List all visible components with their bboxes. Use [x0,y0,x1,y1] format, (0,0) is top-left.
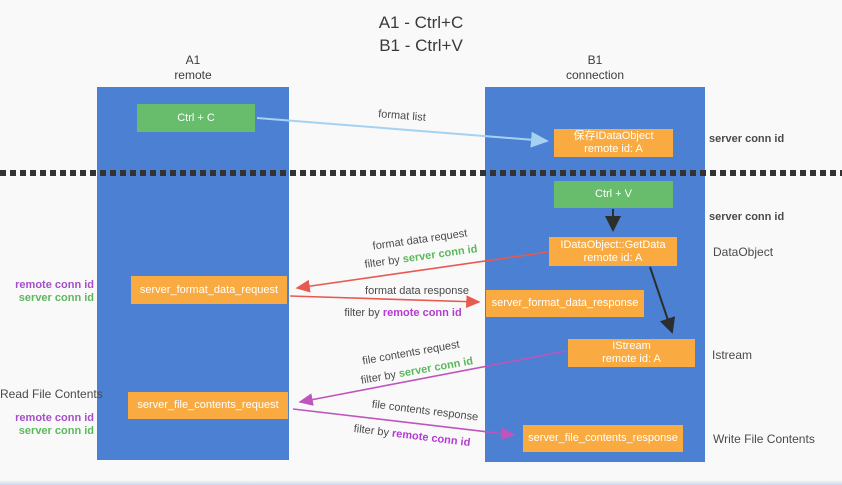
node-istream-line1: IStream [612,340,651,352]
side-label-istream: Istream [712,348,753,362]
node-server-format-data-response: server_format_data_response [486,290,644,317]
label-format-data-response: format data response [365,285,469,297]
title-line-1: A1 - Ctrl+C [378,13,464,32]
left-read-file-contents: Read File Contents [0,387,103,401]
node-istream: IStream remote id: A [568,339,695,367]
node-getdata-line1: IDataObject::GetData [560,238,666,251]
title-line-2: B1 - Ctrl+V [379,36,463,55]
node-format-request-label: server_format_data_request [139,283,279,296]
node-file-response-label: server_file_contents_response [528,432,678,444]
node-format-response-label: server_format_data_response [491,297,639,309]
filter-by-prefix: filter by [359,368,397,387]
filter-by-prefix: filter by [344,307,380,319]
node-save-idataobject: 保存IDataObject remote id: A [554,129,673,157]
lane-a1-subtitle: remote [174,68,212,82]
remote-conn-id-highlight: remote conn id [391,427,471,450]
label-file-contents-response: file contents response [371,398,479,424]
node-save-idataobject-line2: remote id: A [584,143,643,155]
lane-b1-subtitle: connection [565,68,625,82]
node-istream-line2: remote id: A [602,353,661,365]
label-format-list: format list [377,108,427,124]
label-filter-by-remote-conn-id-2: filter by remote conn id [353,423,471,449]
left-conn-id-pair-2: remote conn id server conn id [0,412,94,437]
side-label-server-conn-id-top: server conn id [709,133,785,145]
machine-separator-dotted-line [0,170,842,176]
node-ctrl-c-label: Ctrl + C [177,111,215,124]
filter-by-prefix: filter by [353,422,390,440]
left-remote-conn-id-2: remote conn id [15,412,94,424]
node-idataobject-getdata: IDataObject::GetData remote id: A [549,237,677,266]
side-label-server-conn-id-mid: server conn id [709,211,785,223]
node-getdata-line2: remote id: A [583,251,643,264]
side-label-write-file-contents: Write File Contents [713,432,815,446]
node-save-idataobject-line1: 保存IDataObject [573,130,654,142]
lane-a1-name: A1 [185,53,201,67]
node-server-file-contents-request: server_file_contents_request [128,392,288,419]
node-server-format-data-request: server_format_data_request [131,276,287,304]
bottom-window-edge [0,480,842,485]
remote-conn-id-highlight: remote conn id [382,307,462,319]
node-ctrl-v: Ctrl + V [554,181,673,208]
left-server-conn-id-1: server conn id [18,291,94,304]
lane-header-a1: A1 remote [97,53,289,83]
side-label-dataobject: DataObject [713,245,774,259]
diagram-title: A1 - Ctrl+C B1 - Ctrl+V [0,11,842,57]
node-file-request-label: server_file_contents_request [137,399,279,411]
filter-by-prefix: filter by [363,254,401,271]
node-server-file-contents-response: server_file_contents_response [523,425,683,452]
left-remote-conn-id-1: remote conn id [15,279,94,291]
left-conn-id-pair-1: remote conn id server conn id [0,279,94,304]
lane-header-b1: B1 connection [485,53,705,83]
left-read-file-block: Read File Contents [0,387,103,401]
left-server-conn-id-2: server conn id [18,424,94,437]
lane-b1-name: B1 [587,53,603,67]
label-filter-by-remote-conn-id-1: filter by remote conn id [344,307,461,319]
node-ctrl-v-label: Ctrl + V [595,188,632,200]
node-ctrl-c: Ctrl + C [137,104,255,132]
